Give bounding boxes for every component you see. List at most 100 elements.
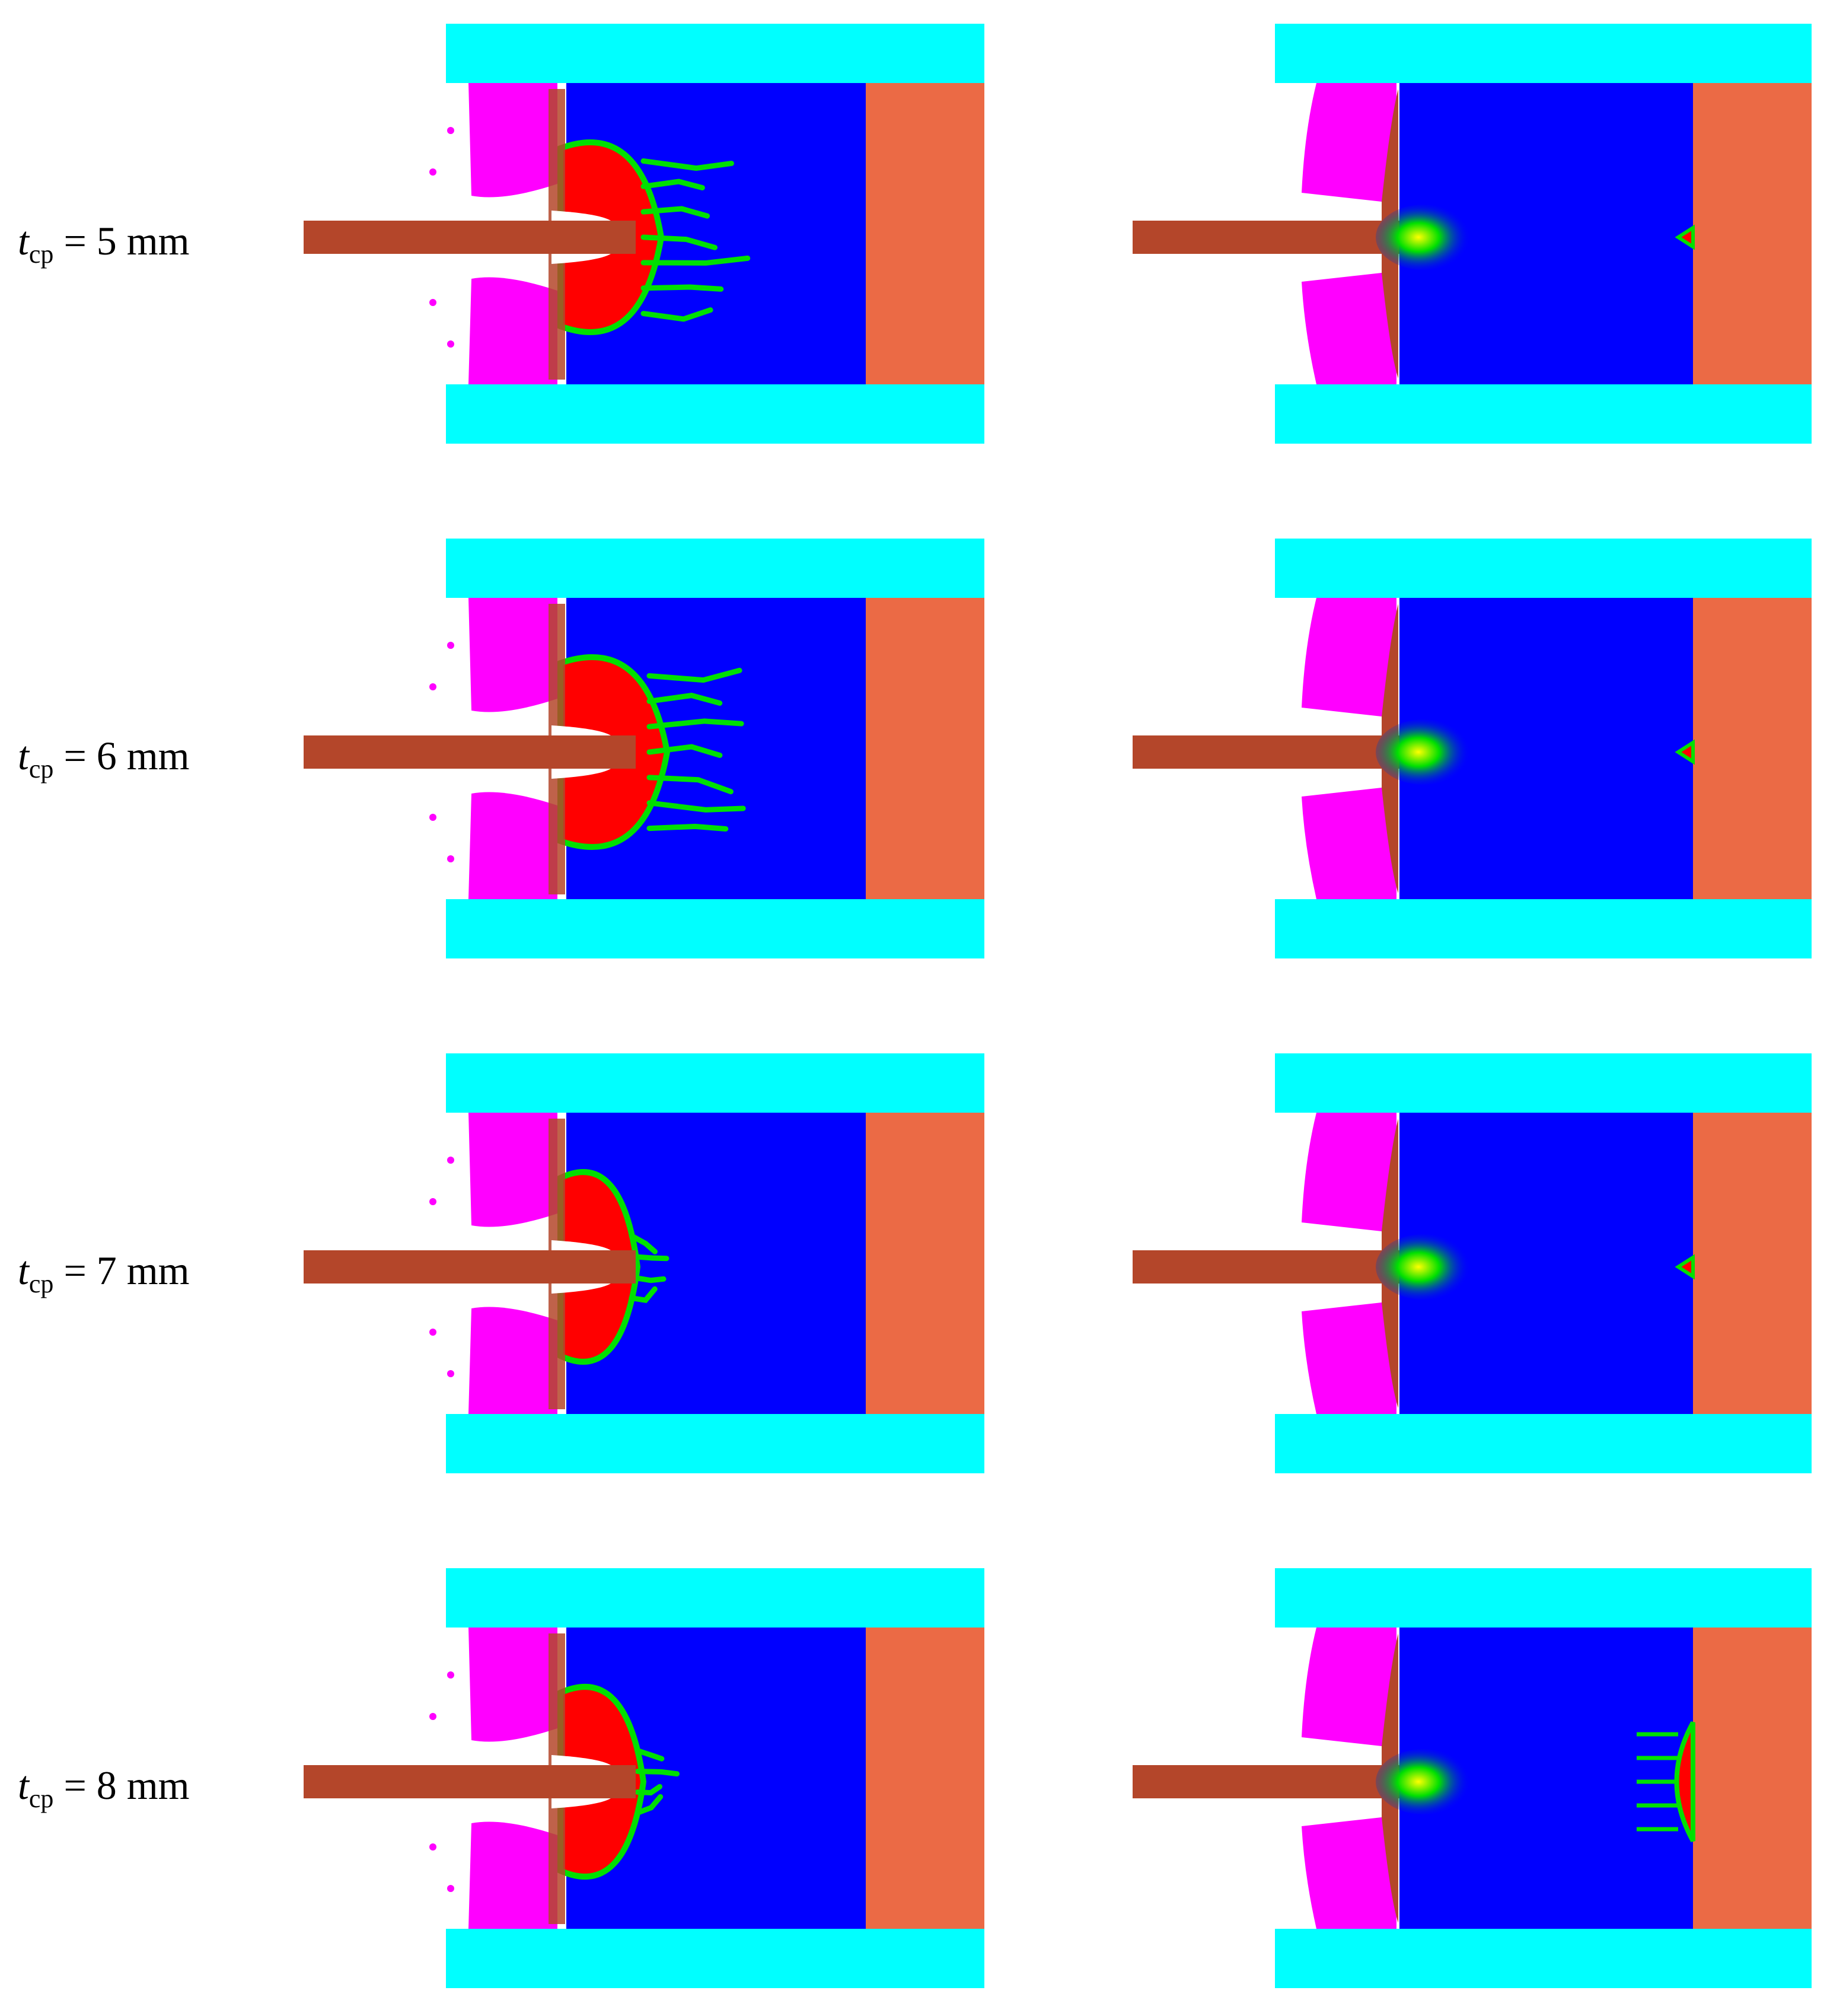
debris-particle: [447, 340, 454, 348]
crack-finger: [640, 158, 734, 171]
top-plate: [446, 1568, 984, 1628]
crack-finger: [640, 206, 710, 219]
stress-spot: [1376, 719, 1471, 785]
liner-upper: [468, 1628, 557, 1742]
crack-finger: [629, 1254, 669, 1262]
crack-finger: [634, 1769, 680, 1777]
bottom-plate: [1275, 1929, 1812, 1988]
crack-finger: [646, 775, 734, 795]
top-plate: [446, 24, 984, 83]
left-panel-row-3: [296, 1053, 996, 1480]
backing-block: [866, 1113, 984, 1414]
right-panel-row-3: [1127, 1053, 1815, 1480]
debris-particle: [429, 814, 436, 821]
debris-particle: [447, 1885, 454, 1892]
top-plate: [1275, 1053, 1812, 1113]
right-panel-row-2: [1127, 539, 1815, 966]
crack-finger: [634, 1783, 663, 1796]
crack-finger: [646, 823, 729, 832]
eroded-interface: [549, 89, 565, 380]
liner-lower: [468, 1307, 557, 1414]
jet-rod: [304, 735, 636, 769]
cavity: [551, 769, 611, 779]
cavity: [551, 1240, 611, 1250]
top-plate: [1275, 539, 1812, 598]
rear-damage: [1674, 1721, 1695, 1842]
debris-particle: [429, 1713, 436, 1720]
backing-block: [1693, 598, 1812, 899]
crack-finger: [634, 1794, 664, 1816]
crack-finger: [640, 234, 718, 250]
liner: [1302, 83, 1396, 384]
liner: [1302, 1113, 1396, 1414]
debris-particle: [447, 1671, 454, 1679]
crack-finger: [646, 667, 742, 683]
crack-finger: [629, 1233, 658, 1254]
debris-particle: [429, 299, 436, 306]
cavity: [551, 725, 611, 735]
crack-finger: [646, 692, 723, 706]
backing-block: [1693, 83, 1812, 384]
debris-particle: [429, 1329, 436, 1336]
cavity: [551, 211, 611, 221]
crack-finger: [629, 1286, 658, 1303]
stress-spot: [1376, 1234, 1471, 1300]
debris-particle: [447, 1157, 454, 1164]
backing-block: [866, 1628, 984, 1929]
eroded-interface: [549, 604, 565, 894]
liner-upper: [468, 598, 557, 712]
jet-rod: [304, 1765, 636, 1798]
eroded-interface: [549, 1119, 565, 1409]
debris-particle: [447, 642, 454, 649]
left-panel-row-2: [296, 539, 996, 966]
jet-rod: [1133, 1250, 1399, 1284]
row-label-tcp-8: tcp = 8 mm: [18, 1763, 190, 1813]
debris-particle: [429, 1198, 436, 1205]
bottom-plate: [1275, 1414, 1812, 1473]
jet-rod: [304, 1250, 636, 1284]
crack-finger: [629, 1275, 667, 1284]
debris-particle: [447, 1370, 454, 1377]
rear-damage: [1675, 1254, 1695, 1280]
liner-lower: [468, 792, 557, 899]
right-panel-row-1: [1127, 24, 1815, 451]
rear-damage: [1675, 739, 1695, 765]
rear-damage: [1675, 224, 1695, 250]
cavity: [551, 1284, 611, 1294]
crack-finger: [646, 718, 744, 730]
cavity: [551, 254, 611, 264]
crack-finger: [646, 800, 746, 813]
top-plate: [1275, 24, 1812, 83]
liner-lower: [468, 1821, 557, 1929]
liner-lower: [468, 277, 557, 384]
crack-finger: [634, 1748, 665, 1762]
eroded-interface: [549, 1633, 565, 1924]
crack-finger: [640, 284, 724, 292]
debris-particle: [429, 1843, 436, 1851]
jet-rod: [1133, 735, 1399, 769]
top-plate: [446, 539, 984, 598]
bottom-plate: [446, 1414, 984, 1473]
top-plate: [1275, 1568, 1812, 1628]
backing-block: [866, 83, 984, 384]
liner: [1302, 598, 1396, 899]
row-label-tcp-5: tcp = 5 mm: [18, 218, 190, 269]
bottom-plate: [1275, 384, 1812, 444]
stress-spot: [1376, 1749, 1471, 1814]
debris-particle: [447, 127, 454, 134]
bottom-plate: [446, 384, 984, 444]
jet-rod: [304, 221, 636, 254]
backing-block: [866, 598, 984, 899]
top-plate: [446, 1053, 984, 1113]
debris-particle: [429, 683, 436, 690]
left-panel-row-1: [296, 24, 996, 451]
stress-spot: [1376, 205, 1471, 270]
crack-finger: [640, 179, 705, 191]
bottom-plate: [446, 899, 984, 958]
cavity: [551, 1755, 611, 1765]
bottom-plate: [1275, 899, 1812, 958]
liner-upper: [468, 83, 557, 198]
cavity: [551, 1798, 611, 1808]
debris-particle: [429, 168, 436, 176]
liner-upper: [468, 1113, 557, 1227]
